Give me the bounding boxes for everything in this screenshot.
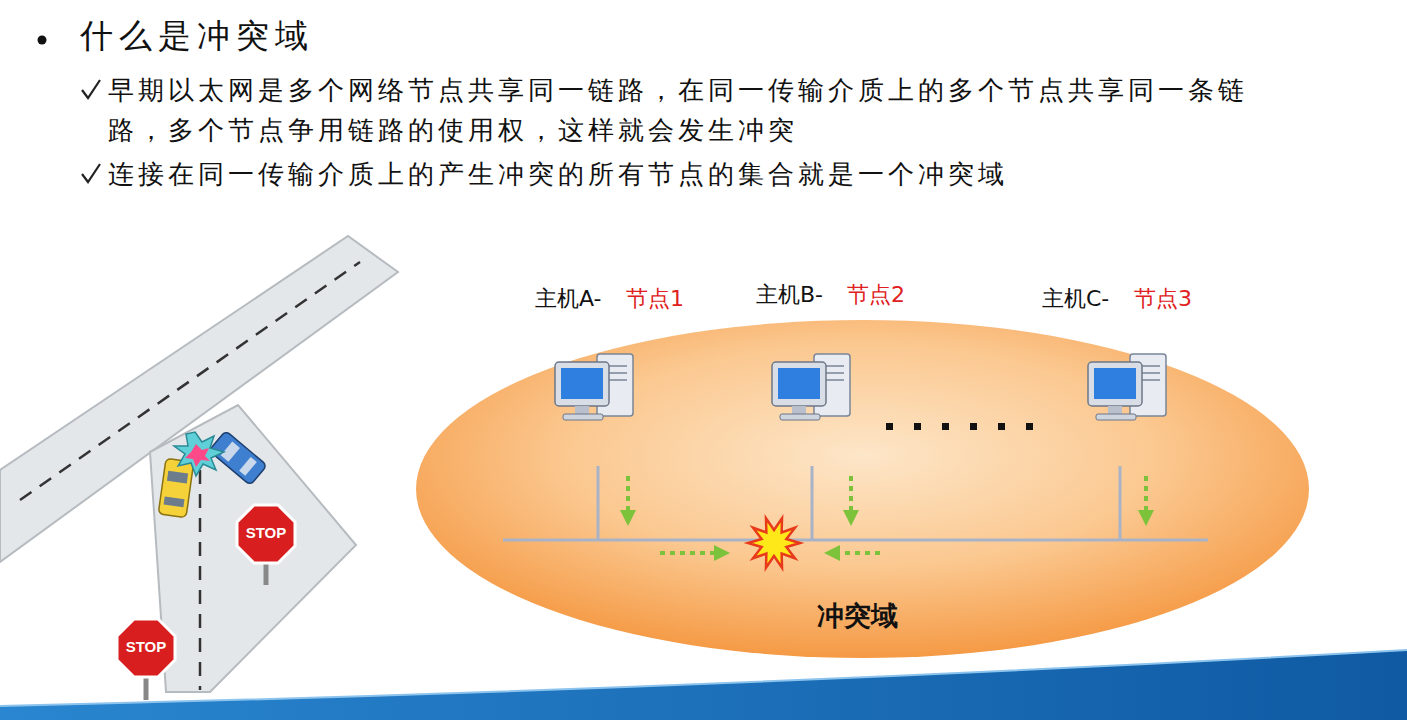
check-mark bbox=[82, 164, 100, 182]
stop-sign-text: STOP bbox=[236, 524, 296, 541]
host-name: 主机A- bbox=[535, 284, 602, 314]
network-illustration bbox=[503, 354, 1208, 568]
signal-arrow bbox=[849, 476, 853, 518]
computer-icon bbox=[1088, 354, 1166, 420]
computer-icon bbox=[555, 354, 633, 420]
shared-bus bbox=[503, 539, 1208, 542]
drop-cable bbox=[1119, 466, 1122, 540]
signal-arrow bbox=[660, 551, 722, 555]
drop-cable bbox=[597, 466, 600, 540]
slide-title: 什么是冲突域 bbox=[80, 14, 314, 59]
check-mark bbox=[82, 80, 100, 98]
stop-sign-text: STOP bbox=[116, 638, 176, 655]
node-number: 节点2 bbox=[847, 280, 905, 310]
host-name: 主机B- bbox=[756, 280, 823, 310]
bullet-text: 连接在同一传输介质上的产生冲突的所有节点的集合就是一个冲突域 bbox=[108, 154, 1268, 194]
signal-arrow bbox=[832, 551, 880, 555]
road-illustration bbox=[0, 236, 398, 700]
ellipsis-dot bbox=[1026, 423, 1033, 430]
drop-cable bbox=[811, 466, 814, 540]
collision-burst bbox=[748, 518, 800, 567]
node-number: 节点1 bbox=[626, 284, 684, 314]
host-name: 主机C- bbox=[1042, 284, 1109, 314]
bullet-dot bbox=[38, 36, 47, 45]
ellipsis-dot bbox=[942, 423, 949, 430]
domain-ellipse bbox=[416, 320, 1309, 658]
domain-label: 冲突域 bbox=[817, 598, 898, 634]
ellipsis-dot bbox=[886, 423, 893, 430]
ellipsis-dot bbox=[970, 423, 977, 430]
footer-line bbox=[0, 650, 1407, 706]
collision-domain-ellipse: 冲突域 bbox=[414, 318, 1311, 660]
ellipsis-dot bbox=[914, 423, 921, 430]
signal-arrow bbox=[626, 476, 630, 518]
ellipsis-dot bbox=[998, 423, 1005, 430]
computer-icon bbox=[772, 354, 850, 420]
footer-band bbox=[0, 650, 1407, 720]
bullet-text: 早期以太网是多个网络节点共享同一链路，在同一传输介质上的多个节点共享同一条链路，… bbox=[108, 70, 1268, 150]
node-number: 节点3 bbox=[1134, 284, 1192, 314]
signal-arrow bbox=[1144, 476, 1148, 518]
